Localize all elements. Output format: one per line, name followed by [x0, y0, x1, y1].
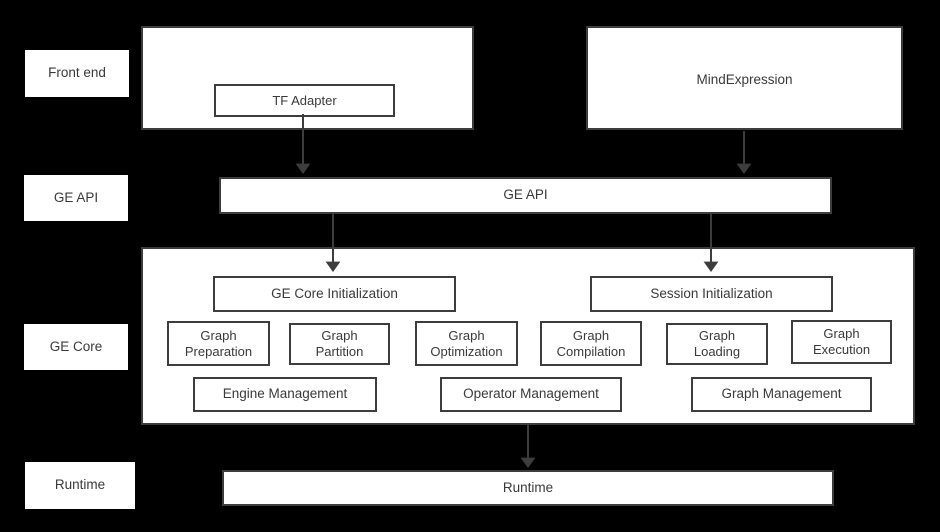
- module-graph-partition[interactable]: Graph Partition: [289, 323, 390, 365]
- runtime-box[interactable]: Runtime: [222, 470, 834, 506]
- graph-management-box[interactable]: Graph Management: [691, 377, 872, 412]
- operator-management-box[interactable]: Operator Management: [440, 377, 622, 412]
- module-graph-loading[interactable]: Graph Loading: [666, 323, 768, 365]
- tier-label-ge-api: GE API: [24, 175, 128, 221]
- module-graph-preparation[interactable]: Graph Preparation: [167, 321, 270, 366]
- tensorflow-container[interactable]: Tensorflow TF Adapter: [141, 26, 474, 130]
- module-graph-optimization[interactable]: Graph Optimization: [415, 321, 518, 366]
- module-graph-execution[interactable]: Graph Execution: [791, 320, 892, 364]
- mindexpression-title: MindExpression: [696, 72, 793, 87]
- ge-api-box[interactable]: GE API: [219, 177, 832, 214]
- mindexpression-container[interactable]: MindExpression: [586, 26, 903, 130]
- engine-management-box[interactable]: Engine Management: [193, 377, 377, 412]
- ge-core-container: GE Core Initialization Session Initializ…: [141, 247, 915, 425]
- tf-adapter-box[interactable]: TF Adapter: [214, 84, 395, 117]
- ge-core-initialization-box[interactable]: GE Core Initialization: [213, 276, 456, 312]
- session-initialization-box[interactable]: Session Initialization: [590, 276, 833, 312]
- tier-label-front-end: Front end: [25, 50, 129, 97]
- tier-label-ge-core: GE Core: [24, 324, 128, 370]
- module-graph-compilation[interactable]: Graph Compilation: [540, 321, 642, 366]
- tier-label-runtime: Runtime: [25, 462, 135, 509]
